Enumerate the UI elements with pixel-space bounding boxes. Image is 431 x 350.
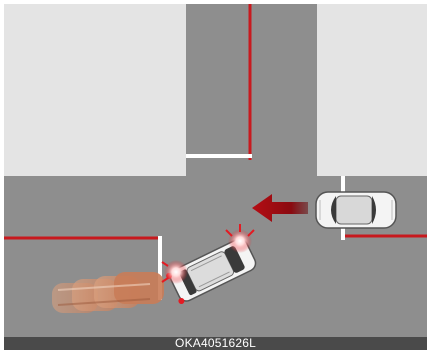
figure-code: OKA4051626L	[4, 337, 427, 350]
top-left-block	[4, 4, 186, 176]
top-right-block	[317, 4, 427, 176]
parking-scene	[0, 0, 431, 337]
approaching-car-icon	[316, 192, 396, 228]
